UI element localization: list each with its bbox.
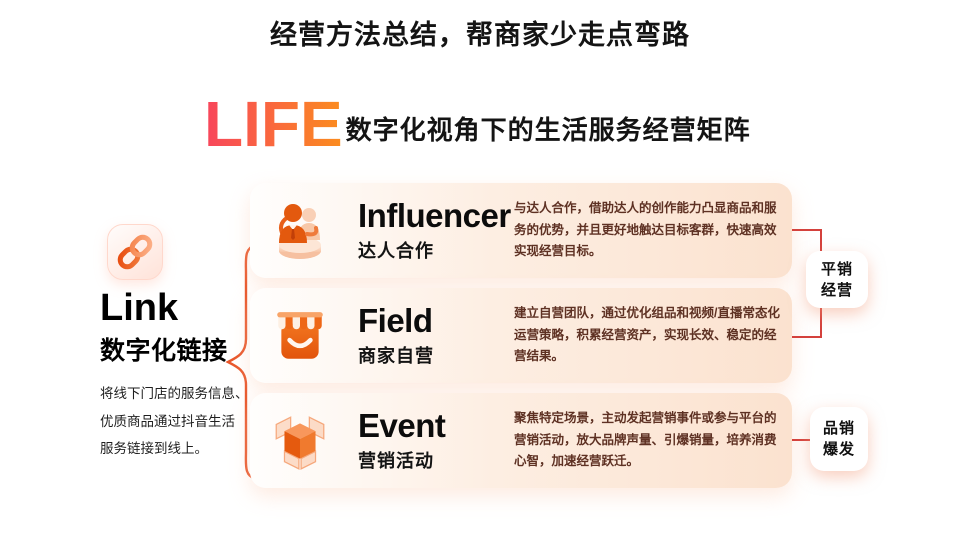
matrix-row-field: Field 商家自营 建立自营团队，通过优化组品和视频/直播常态化运营策略，积累…: [250, 288, 792, 383]
bracket-line-row2: [792, 336, 822, 338]
chain-link-icon: [107, 224, 163, 280]
row-title-zh: 达人合作: [358, 240, 434, 261]
row-titles: Event 营销活动: [358, 409, 506, 473]
influencer-people-icon: [267, 196, 333, 266]
matrix-row-event: Event 营销活动 聚焦特定场景，主动发起营销事件或参与平台的营销活动，放大品…: [250, 393, 792, 488]
row-titles: Field 商家自营: [358, 304, 506, 368]
row-titles: Influencer 达人合作: [358, 196, 511, 263]
bracket-line-row1: [792, 229, 822, 231]
bracket-line-row3: [792, 439, 816, 441]
matrix-rows: Influencer 达人合作 与达人合作，借助达人的创作能力凸显商品和服务的优…: [250, 183, 792, 488]
link-title: Link: [100, 287, 179, 329]
cube-icon: [267, 406, 333, 476]
outcome-label-line: 平销: [820, 260, 853, 278]
storefront-icon: [267, 301, 333, 371]
outcome-label-pingxiao: 平销 经营: [806, 251, 868, 308]
row-title-en: Field: [358, 301, 433, 339]
outcome-label-pinxiao: 品销 爆发: [810, 407, 868, 471]
outcome-label-line: 经营: [820, 281, 853, 299]
life-heading: LIFE 数字化视角下的生活服务经营矩阵: [204, 88, 751, 160]
title-underline-rule: [180, 57, 780, 61]
link-description: 将线下门店的服务信息、 优质商品通过抖音生活 服务链接到线上。: [100, 380, 252, 463]
outcome-label-line: 品销: [822, 420, 855, 437]
link-section: Link 数字化链接 将线下门店的服务信息、 优质商品通过抖音生活 服务链接到线…: [100, 224, 252, 463]
outcome-label-line: 爆发: [822, 441, 855, 458]
row-description: 与达人合作，借助达人的创作能力凸显商品和服务的优势，并且更好地触达目标客群，快速…: [514, 201, 777, 259]
link-subtitle: 数字化链接: [100, 336, 228, 365]
link-description-line: 将线下门店的服务信息、: [100, 385, 249, 401]
page-title: 经营方法总结，帮商家少走点弯路: [270, 20, 690, 50]
row-description: 建立自营团队，通过优化组品和视频/直播常态化运营策略，积累经营资产，实现长效、稳…: [514, 306, 780, 364]
row-title-zh: 商家自营: [358, 345, 434, 366]
row-title-en: Influencer: [358, 196, 511, 234]
row-description: 聚焦特定场景，主动发起营销事件或参与平台的营销活动，放大品牌声量、引爆销量，培养…: [514, 411, 777, 469]
link-description-line: 服务链接到线上。: [100, 441, 208, 457]
life-acronym: LIFE: [204, 88, 343, 160]
life-subtitle: 数字化视角下的生活服务经营矩阵: [345, 114, 751, 145]
link-description-line: 优质商品通过抖音生活: [100, 413, 235, 429]
left-curly-brace: [225, 243, 258, 481]
row-title-zh: 营销活动: [358, 450, 434, 471]
matrix-row-influencer: Influencer 达人合作 与达人合作，借助达人的创作能力凸显商品和服务的优…: [250, 183, 792, 278]
chain-link-icon-svg: [117, 234, 153, 270]
row-title-en: Event: [358, 406, 446, 444]
